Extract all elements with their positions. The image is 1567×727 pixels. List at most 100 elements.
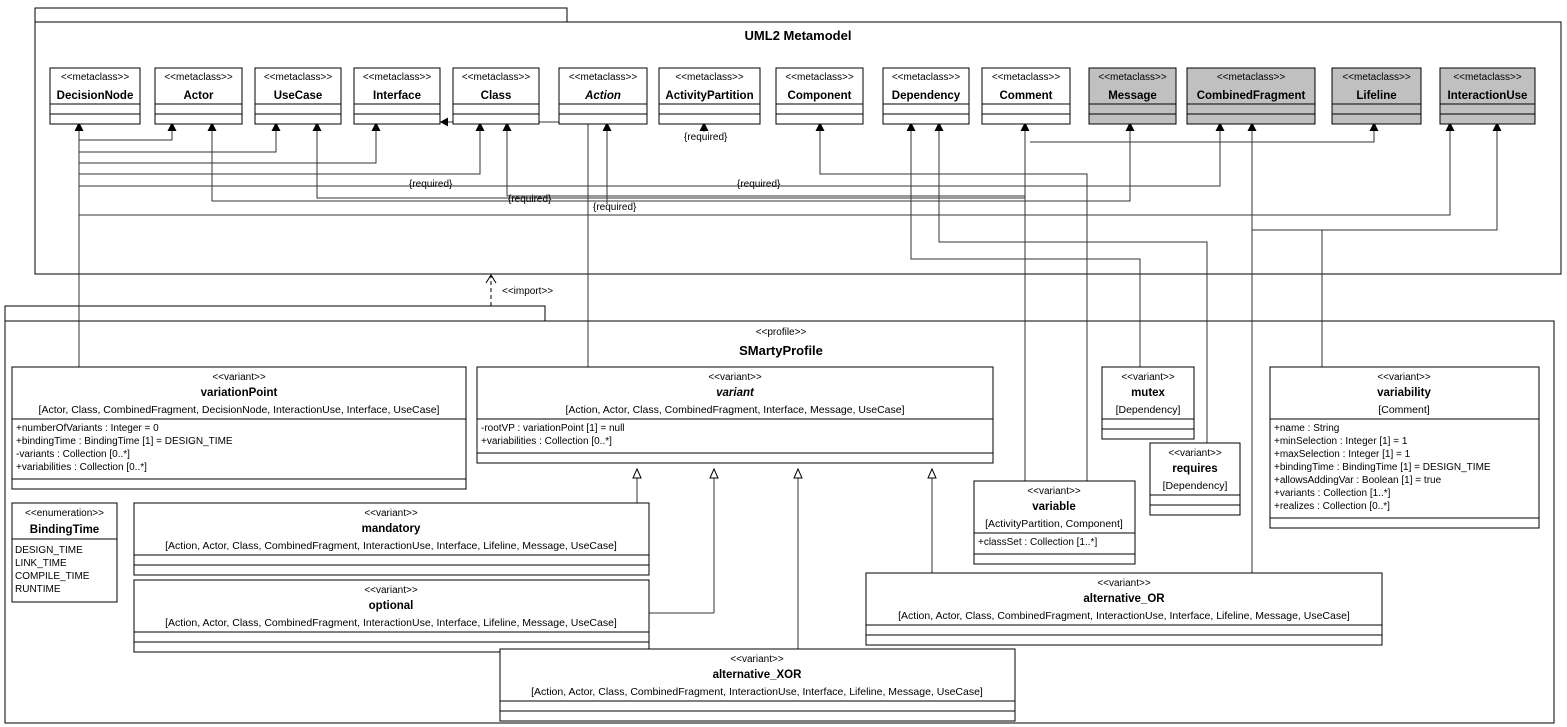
metaclass-name: CombinedFragment [1197, 90, 1306, 102]
stereotype-extends: [Action, Actor, Class, CombinedFragment,… [531, 686, 983, 698]
stereotype-requires[interactable]: <<variant>>requires[Dependency] [1149, 442, 1241, 516]
metaclass-name: Dependency [892, 90, 961, 102]
stereotype-keyword: <<variant>> [364, 508, 418, 519]
stereotype-mandatory[interactable]: <<variant>> mandatory [Action, Actor, Clas… [133, 502, 650, 576]
enumeration-literal: DESIGN_TIME [15, 545, 83, 556]
metaclass-class[interactable]: <<metaclass>>Class [452, 67, 540, 125]
enumeration-name: BindingTime [30, 524, 99, 536]
metaclass-lifeline[interactable]: <<metaclass>> Lifeline [1331, 67, 1422, 125]
metaclass-comment[interactable]: <<metaclass>>Comment [981, 67, 1071, 125]
stereotype-mutex[interactable]: <<variant>>mutex[Dependency] [1101, 366, 1195, 440]
metaclass-component[interactable]: <<metaclass>>Component [775, 67, 864, 125]
stereotype-name: variable [1032, 501, 1075, 513]
stereotype-box [133, 579, 650, 653]
metaclass-message[interactable]: <<metaclass>>Message [1088, 67, 1177, 125]
profile-name: SMartyProfile [739, 343, 823, 358]
import-label: <<import>> [502, 286, 553, 297]
metaclass-name: Interface [373, 90, 421, 102]
stereotype-box [1269, 366, 1540, 529]
enumeration-literal: COMPILE_TIME [15, 571, 90, 582]
required-labels: {required} {required} {required} {requir… [409, 132, 781, 213]
stereotype-keyword: <<variant>> [708, 372, 762, 383]
metaclass-box [1439, 67, 1536, 125]
metaclass-dependency[interactable]: <<metaclass>>Dependency [882, 67, 970, 125]
stereotype-attribute: +realizes : Collection [0..*] [1274, 501, 1390, 512]
stereotype-box [865, 572, 1383, 646]
metamodel-title: UML2 Metamodel [745, 28, 852, 43]
stereotype-variability[interactable]: <<variant>>variability[Comment]+name : S… [1269, 366, 1540, 529]
stereotype-name: requires [1172, 463, 1217, 475]
stereotype-layer: <<variant>> variationPoint [Actor, Class, … [11, 366, 1540, 722]
stereotype-extends: [Actor, Class, CombinedFragment, Decisio… [39, 404, 440, 416]
stereotype-box [1101, 366, 1195, 440]
stereotype-extends: [Action, Actor, Class, CombinedFragment,… [165, 617, 617, 629]
stereotype-box [476, 366, 994, 464]
metaclass-actor[interactable]: <<metaclass>>Actor [154, 67, 243, 125]
stereotype-extends: [ActivityPartition, Component] [985, 518, 1123, 530]
stereotype-attribute: +numberOfVariants : Integer = 0 [16, 423, 159, 434]
metaclass-stereotype: <<metaclass>> [1217, 72, 1286, 83]
metaclass-usecase[interactable]: <<metaclass>>UseCase [254, 67, 342, 125]
stereotype-box [133, 502, 650, 576]
metaclass-stereotype: <<metaclass>> [1342, 72, 1411, 83]
stereotype-box [499, 648, 1016, 722]
stereotype-attribute: +bindingTime : BindingTime [1] = DESIGN_… [1274, 462, 1491, 473]
metaclass-name: Action [584, 90, 621, 102]
metaclass-name: InteractionUse [1448, 90, 1528, 102]
metamodel-package: UML2 Metamodel [34, 7, 1562, 275]
metaclass-name: Class [481, 90, 512, 102]
stereotype-attribute: +variabilities : Collection [0..*] [16, 462, 147, 473]
stereotype-keyword: <<variant>> [1027, 486, 1081, 497]
stereotype-keyword: <<variant>> [1121, 372, 1175, 383]
metaclass-stereotype: <<metaclass>> [675, 72, 744, 83]
stereotype-name: variant [716, 387, 755, 399]
stereotype-box [11, 366, 467, 490]
stereotype-extends: [Dependency] [1163, 480, 1228, 492]
stereotype-attribute: +bindingTime : BindingTime [1] = DESIGN_… [16, 436, 233, 447]
stereotype-extends: [Action, Actor, Class, CombinedFragment,… [165, 540, 617, 552]
stereotype-variant[interactable]: <<variant>>variant[Action, Actor, Class,… [476, 366, 994, 464]
enumeration-literal: LINK_TIME [15, 558, 67, 569]
metaclass-decisionnode[interactable]: <<metaclass>>DecisionNode [49, 67, 141, 125]
stereotype-name: alternative_OR [1083, 593, 1165, 605]
metaclass-stereotype: <<metaclass>> [992, 72, 1061, 83]
metaclass-stereotype: <<metaclass>> [1453, 72, 1522, 83]
metaclass-box [775, 67, 864, 125]
stereotype-name: variationPoint [201, 387, 278, 399]
metaclass-box [882, 67, 970, 125]
stereotype-alternative-xor[interactable]: <<variant>>alternative_XOR[Action, Actor… [499, 648, 1016, 722]
stereotype-variable[interactable]: <<variant>> variable [ActivityPartition, C… [973, 480, 1136, 565]
enumeration-literal: RUNTIME [15, 584, 61, 595]
metaclass-name: Lifeline [1356, 90, 1396, 102]
stereotype-attribute: +variants : Collection [1..*] [1274, 488, 1391, 499]
metaclass-activitypartition[interactable]: <<metaclass>>ActivityPartition [658, 67, 761, 125]
metaclass-box [658, 67, 761, 125]
stereotype-variationpoint[interactable]: <<variant>>variationPoint[Actor, Class, … [11, 366, 467, 490]
profile-stereotype: <<profile>> [756, 327, 807, 338]
stereotype-name: optional [369, 600, 414, 612]
stereotype-attribute: +maxSelection : Integer [1] = 1 [1274, 449, 1411, 460]
metaclass-box [154, 67, 243, 125]
enumeration-box [11, 502, 118, 603]
enumeration-keyword: <<enumeration>> [25, 508, 104, 519]
stereotype-name: mandatory [362, 523, 421, 535]
metaclass-interface[interactable]: <<metaclass>>Interface [353, 67, 441, 125]
stereotype-extends: [Action, Actor, Class, CombinedFragment,… [898, 610, 1350, 622]
metaclass-stereotype: <<metaclass>> [264, 72, 333, 83]
metaclass-name: DecisionNode [57, 90, 134, 102]
stereotype-attribute: +minSelection : Integer [1] = 1 [1274, 436, 1408, 447]
import-dependency: <<import>> [485, 274, 553, 306]
metaclass-stereotype: <<metaclass>> [164, 72, 233, 83]
stereotype-box [1149, 442, 1241, 516]
stereotype-attribute: +name : String [1274, 423, 1339, 434]
metaclass-stereotype: <<metaclass>> [569, 72, 638, 83]
metaclass-combinedfragment[interactable]: <<metaclass>> CombinedFragment [1186, 67, 1316, 125]
stereotype-keyword: <<variant>> [1097, 578, 1151, 589]
stereotype-alternative-or[interactable]: <<variant>> alternative_OR [Action, Actor,… [865, 572, 1383, 646]
metaclass-action[interactable]: <<metaclass>> Action [558, 67, 648, 125]
metaclass-interactionuse[interactable]: <<metaclass>> InteractionUse [1439, 67, 1536, 125]
stereotype-name: variability [1377, 387, 1431, 399]
stereotype-optional[interactable]: <<variant>>optional[Action, Actor, Class… [133, 579, 650, 653]
